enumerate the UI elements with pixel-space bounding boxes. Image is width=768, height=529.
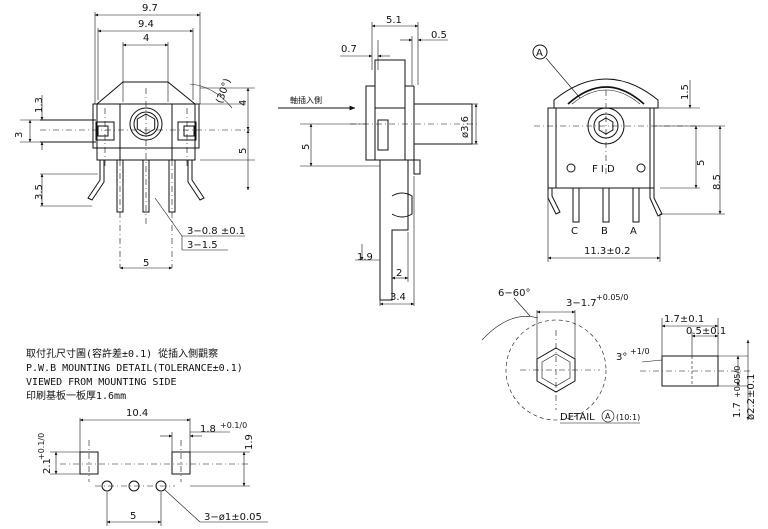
pcb-tol-1-8: +0.1/0 xyxy=(220,421,247,430)
pcb-dim-pitch-5: 5 xyxy=(130,511,136,522)
pcb-dim-1-9: 1.9 xyxy=(244,434,255,450)
dim-1-7-vertical: 1.7 xyxy=(732,402,743,418)
detail-caption-scale: (10:1) xyxy=(616,413,640,422)
detail-a-view: 3−1.7 +0.05/0 6−60° DETAIL A (10:1) 1.7±… xyxy=(481,288,757,424)
dim-0-5: 0.5 xyxy=(431,30,447,41)
dim-5-right: 5 xyxy=(238,148,249,154)
pcb-hole-pattern: 10.4 1.8 +0.1/0 1.9 2.1 +0.1/0 5 3−ø1±0.… xyxy=(37,408,268,526)
side-view: 5.1 0.7 0.5 軸插入側 ø3.6 5 xyxy=(278,15,480,306)
pin-c-label: C xyxy=(571,226,578,237)
dim-pin-width: 3−0.8 ±0.1 xyxy=(187,226,245,237)
body-marking: F I D xyxy=(592,164,615,175)
dim-1-5: 1.5 xyxy=(680,84,691,100)
tol-1-7-vertical: +0.05/0 xyxy=(733,366,742,398)
pcb-dim-holes: 3−ø1±0.05 xyxy=(204,512,262,523)
dim-diameter-2-2: ø2.2±0.1 xyxy=(746,374,757,420)
rear-view: A F I D C B A 1.5 5 8.5 xyxy=(532,44,725,262)
dim-9-7: 9.7 xyxy=(142,3,158,14)
dim-30-degree: (30°) xyxy=(214,77,233,105)
dim-9-4: 9.4 xyxy=(138,19,154,30)
dim-6-60-degree: 6−60° xyxy=(498,288,530,299)
pcb-note-line-4: 印刷基板一板厚1.6mm xyxy=(26,389,126,402)
detail-caption-ref: A xyxy=(605,412,611,421)
tol-3-degree: +1/0 xyxy=(630,347,650,356)
dim-3-4: 3.4 xyxy=(390,292,406,303)
dim-1-9: 1.9 xyxy=(357,252,373,263)
dim-5-rear: 5 xyxy=(696,160,707,166)
dim-4: 4 xyxy=(143,33,149,44)
pin-b-label: B xyxy=(601,226,608,237)
dim-diameter-3-6: ø3.6 xyxy=(460,116,471,138)
pcb-note-line-3: VIEWED FROM MOUNTING SIDE xyxy=(26,377,177,388)
tol-3-1-7: +0.05/0 xyxy=(596,293,628,302)
dim-3-degree: 3° xyxy=(616,352,627,363)
pin-a-label: A xyxy=(630,226,637,237)
pcb-dim-1-8: 1.8 xyxy=(200,424,216,435)
dim-pitch-5: 5 xyxy=(143,258,149,269)
detail-caption: DETAIL xyxy=(560,412,595,423)
dim-0-7: 0.7 xyxy=(341,44,357,55)
dim-2: 2 xyxy=(396,268,402,279)
front-view: 9.7 9.4 4 1.3 3 (30 xyxy=(14,3,255,270)
pcb-note-line-2: P.W.B MOUNTING DETAIL(TOLERANCE±0.1) xyxy=(26,363,243,374)
dim-5-left: 5 xyxy=(301,144,312,150)
pcb-tol-2-1: +0.1/0 xyxy=(37,433,46,460)
callout-a: A xyxy=(536,48,543,59)
dim-5-1: 5.1 xyxy=(386,15,402,26)
dim-3-5: 3.5 xyxy=(34,184,45,200)
insert-side-label: 軸插入側 xyxy=(290,95,322,105)
dim-1-3: 1.3 xyxy=(34,97,45,113)
dim-11-3: 11.3±0.2 xyxy=(584,246,631,257)
dim-1-7-tol: 1.7±0.1 xyxy=(664,314,704,325)
pcb-notes: 取付孔尺寸圖(容許差±0.1) 從插入側觀察 P.W.B MOUNTING DE… xyxy=(26,347,243,402)
pcb-dim-10-4: 10.4 xyxy=(126,408,148,419)
dim-pin-thickness: 3−1.5 xyxy=(187,240,218,251)
pcb-note-line-1: 取付孔尺寸圖(容許差±0.1) 從插入側觀察 xyxy=(26,347,218,360)
dim-0-5-tol: 0.5±0.1 xyxy=(686,326,726,337)
pcb-dim-2-1: 2.1 xyxy=(42,458,53,474)
dim-4-right: 4 xyxy=(238,100,249,106)
dim-3-1-7: 3−1.7 xyxy=(566,298,597,309)
dim-3: 3 xyxy=(14,132,25,138)
dim-8-5: 8.5 xyxy=(712,174,723,190)
